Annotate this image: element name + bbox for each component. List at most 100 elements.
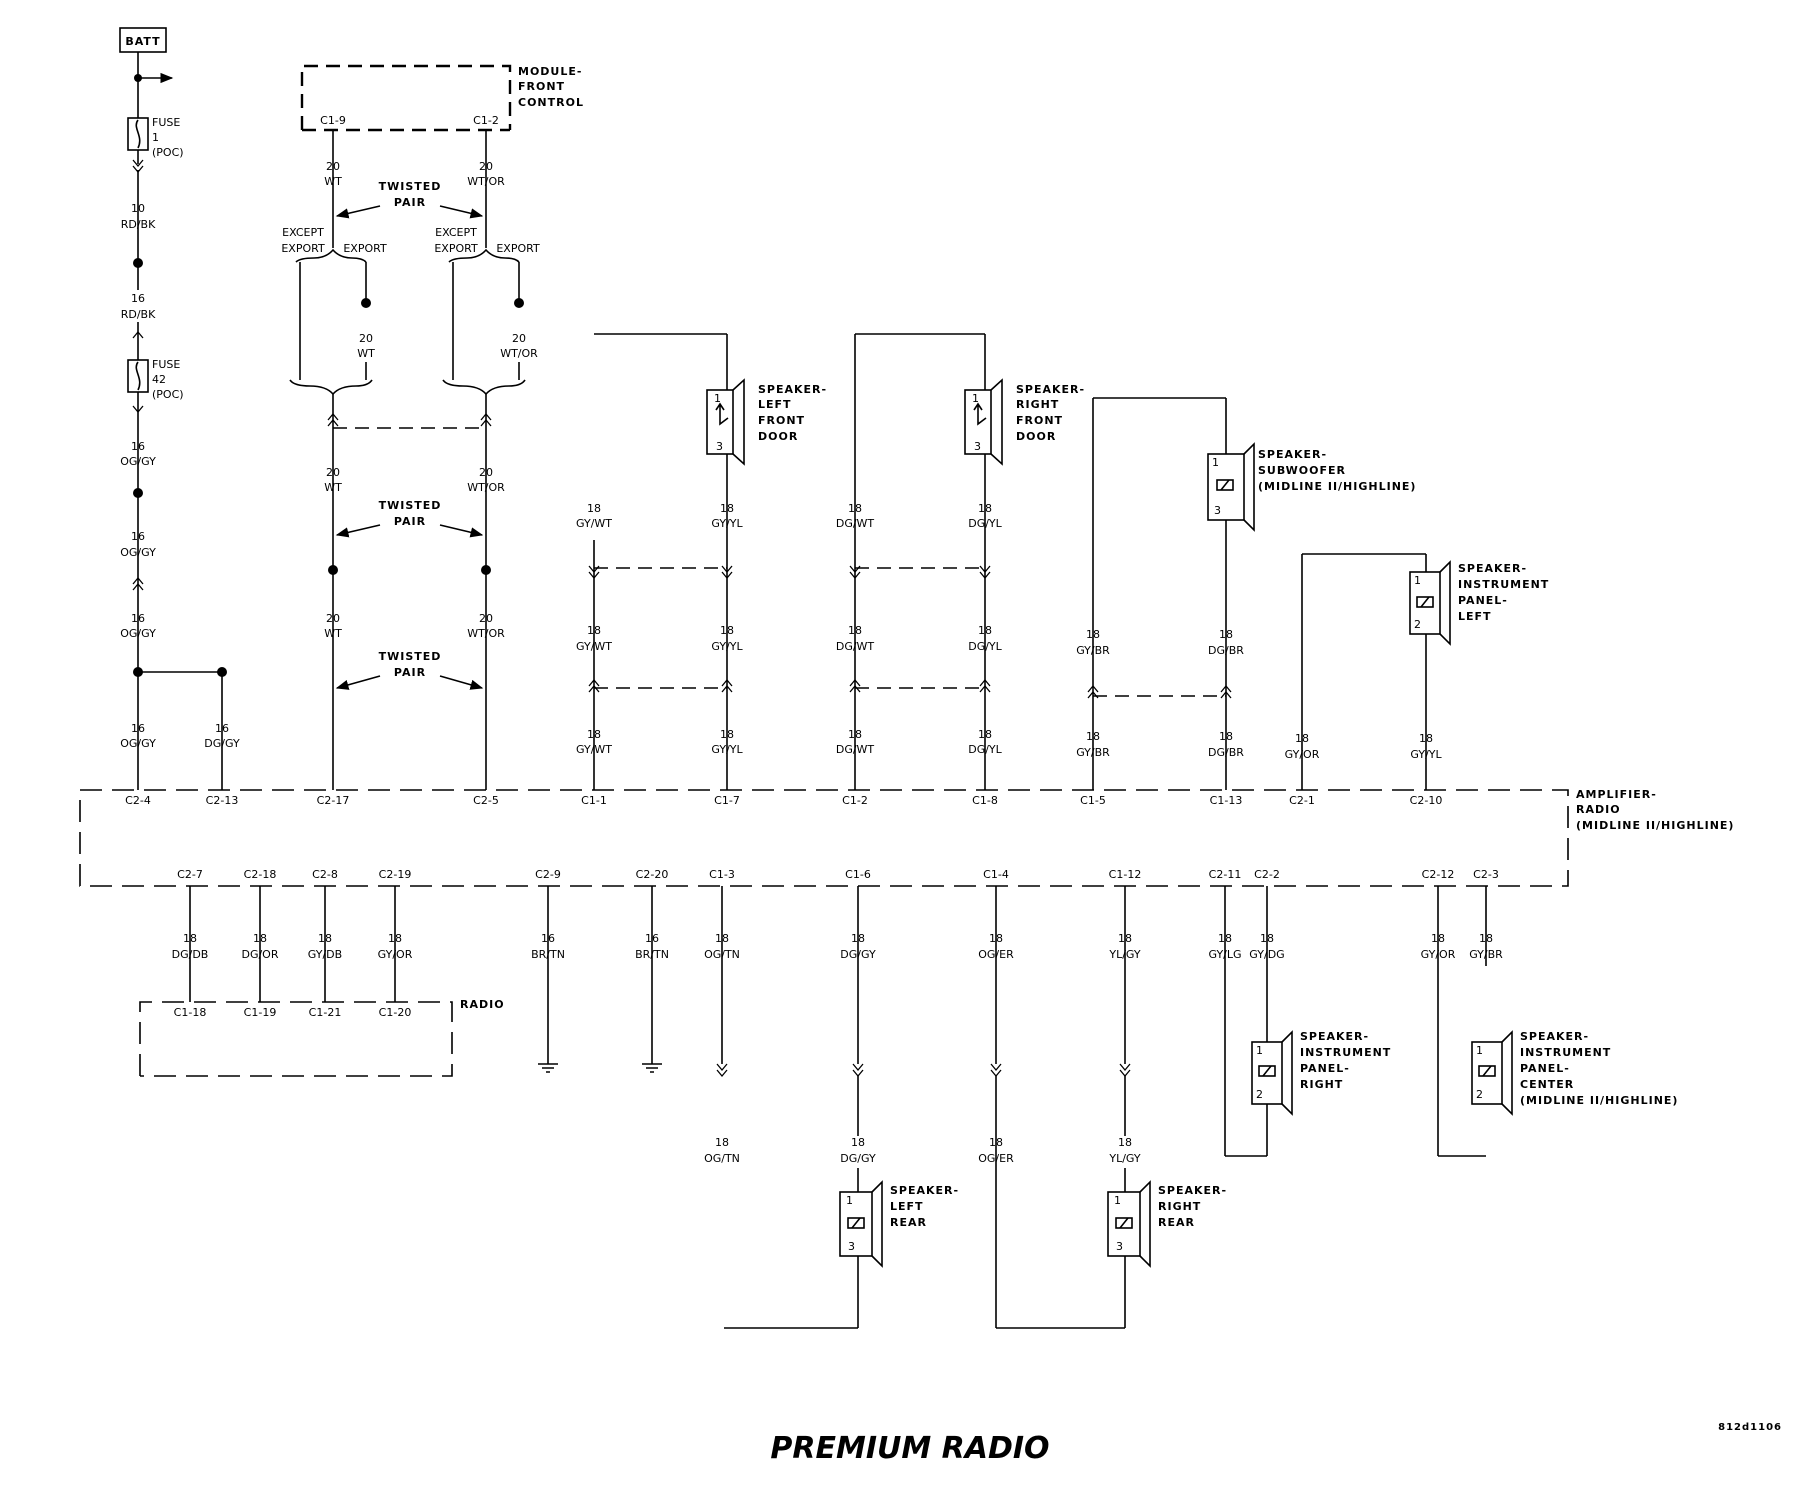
instrument-panel-left-circuit: 1 2 SPEAKER- INSTRUMENT PANEL- LEFT 18 G… <box>1285 553 1548 790</box>
speaker-name: RIGHT <box>1300 1078 1343 1091</box>
option-label: EXPORT <box>434 242 478 255</box>
wire-gauge: 18 <box>978 502 992 515</box>
speaker-name: PANEL- <box>1458 594 1508 607</box>
wire-gauge: 18 <box>587 624 601 637</box>
wire-gauge: 18 <box>1479 932 1493 945</box>
wire-gauge: 18 <box>587 728 601 741</box>
wire-color: GY/DG <box>1249 948 1284 961</box>
wire-color: GY/BR <box>1469 948 1503 961</box>
page-title: PREMIUM RADIO <box>770 1431 1049 1466</box>
speaker-name: SUBWOOFER <box>1258 464 1346 477</box>
connector-pin: C1-19 <box>244 1006 277 1019</box>
wire-color: RD/BK <box>121 218 156 231</box>
wire-color: DG/WT <box>836 640 875 653</box>
wire-color: OG/GY <box>120 737 156 750</box>
wire-gauge: 18 <box>720 624 734 637</box>
speaker-name: RIGHT <box>1158 1200 1201 1213</box>
module-front-control: MODULE- FRONT CONTROL C1-9 C1-2 <box>300 64 584 132</box>
wire-gauge: 16 <box>645 932 659 945</box>
figure-id: 812d1106 <box>1718 1422 1782 1433</box>
wire-gauge: 18 <box>1086 730 1100 743</box>
speaker-name: LEFT <box>758 398 792 411</box>
speaker-name: SPEAKER- <box>890 1184 959 1197</box>
wire-color: DG/BR <box>1208 644 1244 657</box>
wire-gauge: 18 <box>183 932 197 945</box>
wire-gauge: 18 <box>978 728 992 741</box>
option-label: EXCEPT <box>435 226 477 239</box>
wire-gauge: 18 <box>989 932 1003 945</box>
wire-gauge: 18 <box>1260 932 1274 945</box>
speaker-name: SPEAKER- <box>1520 1030 1589 1043</box>
wire-color: DG/GY <box>204 737 240 750</box>
wire-gauge: 18 <box>715 932 729 945</box>
connector-pin: C2-8 <box>312 868 338 881</box>
connector-pin: C2-3 <box>1473 868 1499 881</box>
wire-gauge: 10 <box>131 202 145 215</box>
connector-pin: C1-21 <box>309 1006 342 1019</box>
pin-number: 1 <box>1414 574 1421 587</box>
speaker-name: INSTRUMENT <box>1300 1046 1391 1059</box>
pin-number: 1 <box>714 392 721 405</box>
pin-number: 3 <box>974 440 981 453</box>
module-name: AMPLIFIER- <box>1576 788 1657 801</box>
speaker-name: SPEAKER- <box>1458 562 1527 575</box>
speaker-right-rear: 1 3 SPEAKER- RIGHT REAR <box>995 1090 1226 1329</box>
module-name: MODULE- <box>518 65 582 78</box>
connector-pin: C2-11 <box>1209 868 1242 881</box>
wire-color: OG/GY <box>120 546 156 559</box>
wire-color: DG/YL <box>968 640 1002 653</box>
connector-pin: C2-17 <box>317 794 350 807</box>
fuse-42-number: 42 <box>152 373 166 386</box>
wire-color: OG/ER <box>978 948 1014 961</box>
wire-gauge: 18 <box>587 502 601 515</box>
connector-pin: C2-13 <box>206 794 239 807</box>
wire-color: OG/TN <box>704 948 740 961</box>
pin-number: 1 <box>1256 1044 1263 1057</box>
connector-pin: C1-9 <box>320 114 346 127</box>
wire-color: OG/GY <box>120 455 156 468</box>
pin-number: 2 <box>1476 1088 1483 1101</box>
wire-color: GY/WT <box>576 517 612 530</box>
speaker-left-front-door: 1 3 SPEAKER- LEFT FRONT DOOR <box>706 378 827 466</box>
speaker-name: DOOR <box>758 430 798 443</box>
wire-color: GY/BR <box>1076 746 1110 759</box>
wire-color: YL/GY <box>1108 948 1141 961</box>
wire-gauge: 18 <box>851 1136 865 1149</box>
twisted-pair-label: PAIR <box>394 666 426 679</box>
wire-color: GY/OR <box>378 948 413 961</box>
wire-color: WT <box>324 175 342 188</box>
speaker-name: (MIDLINE II/HIGHLINE) <box>1258 480 1416 493</box>
wire-gauge: 20 <box>479 466 493 479</box>
connector-pin: C2-12 <box>1422 868 1455 881</box>
wire-color: WT/OR <box>467 627 505 640</box>
wire-gauge: 16 <box>215 722 229 735</box>
pin-number: 1 <box>846 1194 853 1207</box>
wire-gauge: 20 <box>326 612 340 625</box>
pin-number: 3 <box>848 1240 855 1253</box>
pin-number: 1 <box>1212 456 1219 469</box>
module-name: CONTROL <box>518 96 584 109</box>
pin-number: 3 <box>1214 504 1221 517</box>
wire-gauge: 18 <box>851 932 865 945</box>
subwoofer-circuit: 1 3 SPEAKER- SUBWOOFER (MIDLINE II/HIGHL… <box>1076 397 1416 790</box>
wire-gauge: 18 <box>978 624 992 637</box>
speaker-name: SPEAKER- <box>758 383 827 396</box>
option-label: EXPORT <box>496 242 540 255</box>
connector-pin: C1-12 <box>1109 868 1142 881</box>
og-tn-wire-continuation: 18 OG/TN <box>704 1063 740 1165</box>
wire-gauge: 18 <box>715 1136 729 1149</box>
speaker-name: (MIDLINE II/HIGHLINE) <box>1520 1094 1678 1107</box>
connector-pin: C2-20 <box>636 868 669 881</box>
twisted-pair-label: TWISTED <box>379 650 442 663</box>
wire-color: OG/GY <box>120 627 156 640</box>
wire-color: WT <box>324 481 342 494</box>
wire-color: DG/WT <box>836 517 875 530</box>
speaker-name: SPEAKER- <box>1258 448 1327 461</box>
connector-pin: C2-9 <box>535 868 561 881</box>
wire-gauge: 20 <box>479 612 493 625</box>
speaker-instrument-panel-right: 1 2 SPEAKER- INSTRUMENT PANEL- RIGHT <box>1225 1030 1391 1157</box>
batt-label: BATT <box>125 35 160 48</box>
speaker-subwoofer: 1 3 SPEAKER- SUBWOOFER (MIDLINE II/HIGHL… <box>1207 442 1416 532</box>
batt-box <box>119 27 167 53</box>
